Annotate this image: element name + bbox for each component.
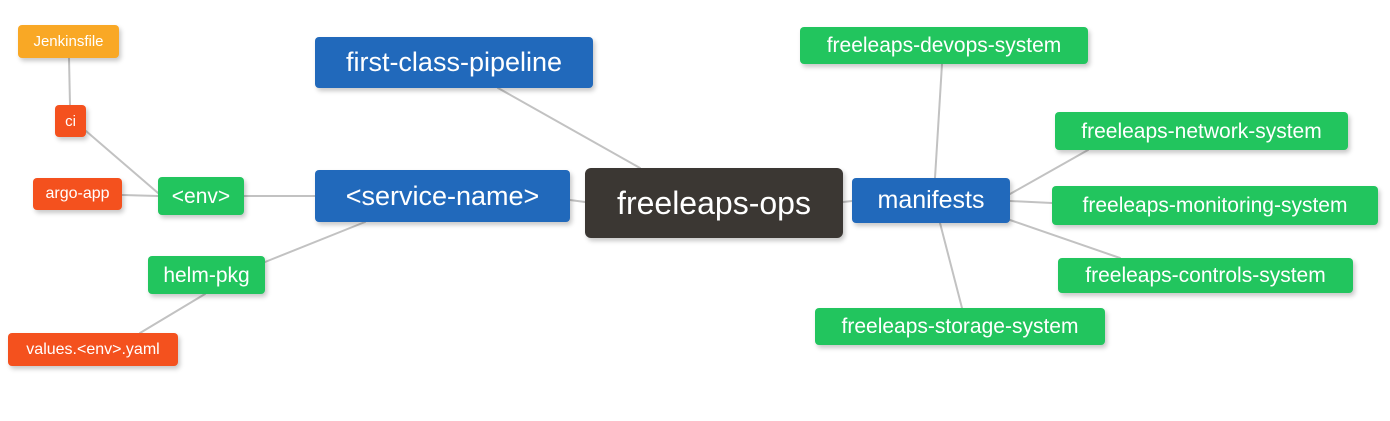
edge-manifests-to-freeleaps-monitoring-system — [1009, 200, 1053, 204]
node-label-freeleaps-controls-system: freeleaps-controls-system — [1085, 264, 1326, 287]
node-jenkinsfile[interactable]: Jenkinsfile — [18, 25, 119, 58]
node-label-ci: ci — [65, 112, 76, 130]
edge-helm-pkg-to-service-name — [264, 221, 366, 263]
node-service-name[interactable]: <service-name> — [315, 170, 570, 222]
edge-manifests-to-freeleaps-devops-system — [934, 63, 943, 179]
node-ci[interactable]: ci — [55, 105, 86, 137]
node-label-env: <env> — [171, 184, 231, 208]
node-label-freeleaps-monitoring-system: freeleaps-monitoring-system — [1082, 194, 1348, 217]
node-argo-app[interactable]: argo-app — [33, 178, 122, 210]
node-first-class-pipeline[interactable]: first-class-pipeline — [315, 37, 593, 88]
edge-freeleaps-ops-to-manifests — [842, 200, 853, 203]
node-freeleaps-ops[interactable]: freeleaps-ops — [585, 168, 843, 238]
node-values-env-yaml[interactable]: values.<env>.yaml — [8, 333, 178, 366]
node-label-jenkinsfile: Jenkinsfile — [33, 33, 104, 50]
node-label-argo-app: argo-app — [45, 185, 110, 202]
node-freeleaps-monitoring-system[interactable]: freeleaps-monitoring-system — [1052, 186, 1378, 225]
edge-manifests-to-freeleaps-controls-system — [1009, 219, 1121, 259]
node-label-freeleaps-devops-system: freeleaps-devops-system — [826, 34, 1062, 57]
node-freeleaps-network-system[interactable]: freeleaps-network-system — [1055, 112, 1348, 150]
node-label-freeleaps-ops: freeleaps-ops — [617, 185, 811, 221]
node-label-first-class-pipeline: first-class-pipeline — [345, 47, 563, 77]
edge-argo-app-to-env — [121, 194, 159, 197]
node-manifests[interactable]: manifests — [852, 178, 1010, 223]
node-freeleaps-controls-system[interactable]: freeleaps-controls-system — [1058, 258, 1353, 293]
node-env[interactable]: <env> — [158, 177, 244, 215]
node-freeleaps-devops-system[interactable]: freeleaps-devops-system — [800, 27, 1088, 64]
node-helm-pkg[interactable]: helm-pkg — [148, 256, 265, 294]
node-freeleaps-storage-system[interactable]: freeleaps-storage-system — [815, 308, 1105, 345]
edge-first-class-pipeline-to-freeleaps-ops — [497, 87, 641, 169]
node-label-values-env-yaml: values.<env>.yaml — [26, 340, 160, 358]
edge-manifests-to-freeleaps-storage-system — [939, 222, 963, 309]
edge-service-name-to-freeleaps-ops — [569, 199, 586, 203]
node-label-freeleaps-storage-system: freeleaps-storage-system — [841, 315, 1079, 338]
edge-jenkinsfile-to-ci — [68, 57, 71, 106]
node-label-helm-pkg: helm-pkg — [163, 263, 250, 287]
edge-values-env-yaml-to-helm-pkg — [139, 293, 206, 334]
node-label-freeleaps-network-system: freeleaps-network-system — [1081, 119, 1322, 143]
node-label-service-name: <service-name> — [345, 180, 540, 211]
node-label-manifests: manifests — [877, 186, 985, 214]
